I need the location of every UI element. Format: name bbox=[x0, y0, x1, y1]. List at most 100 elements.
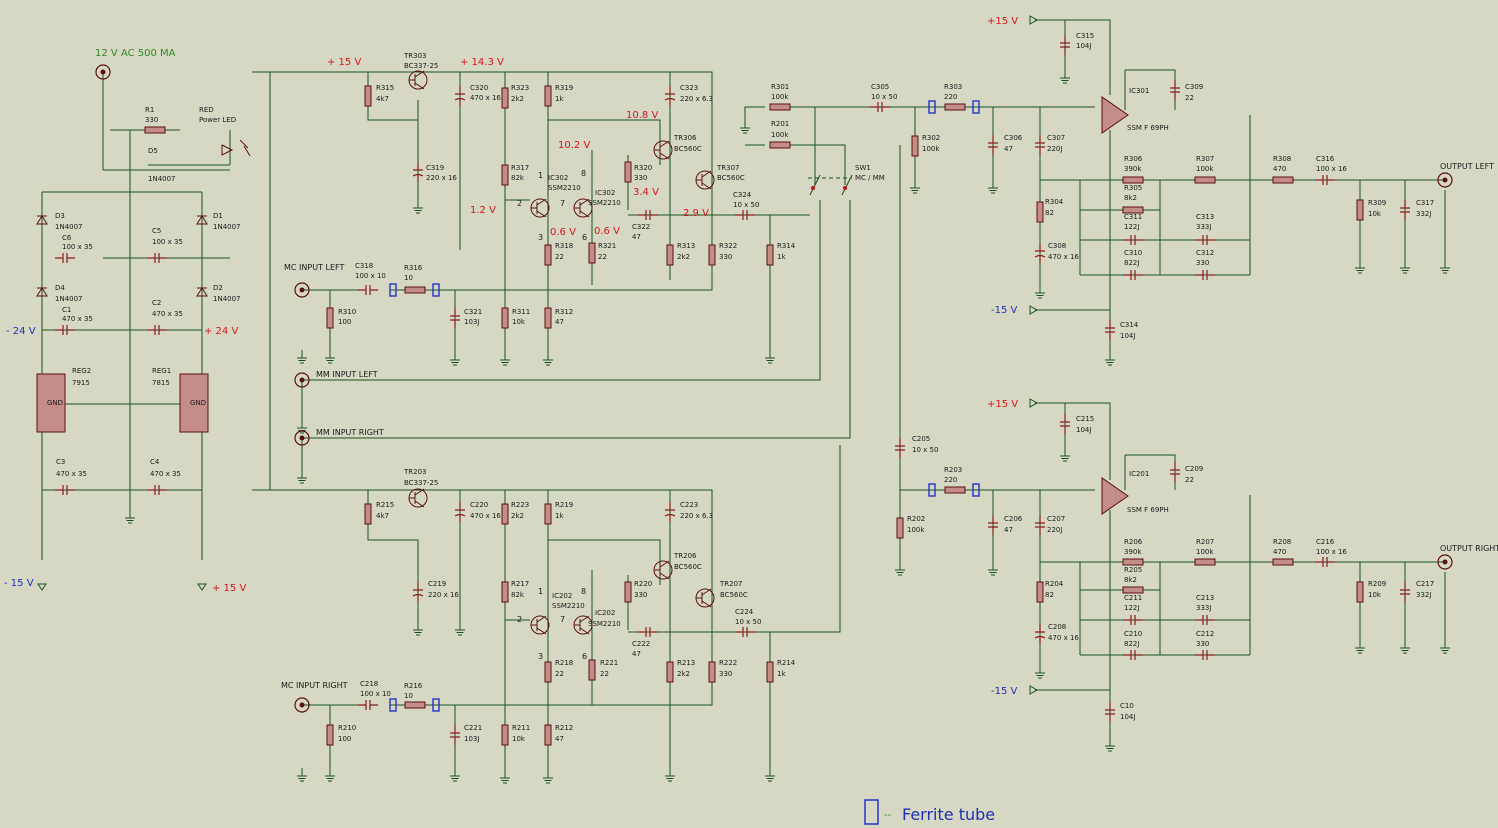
r221-value: 22 bbox=[600, 670, 609, 678]
switch-contact-dot bbox=[843, 186, 847, 190]
c322-label: C322 bbox=[632, 223, 650, 231]
ground-icon bbox=[1354, 259, 1366, 274]
r213-label: R213 bbox=[677, 659, 695, 667]
r321-value: 22 bbox=[598, 253, 607, 261]
r217-resistor bbox=[501, 581, 509, 603]
ground-icon bbox=[499, 351, 511, 366]
r219-label: R219 bbox=[555, 501, 573, 509]
c320-label: C320 bbox=[470, 84, 488, 92]
r206-resistor bbox=[1122, 558, 1144, 566]
c4-label: C4 bbox=[150, 458, 160, 466]
ground-icon bbox=[324, 349, 336, 364]
r321-resistor bbox=[588, 242, 596, 264]
ground-icon bbox=[449, 351, 461, 366]
r206-label: R206 bbox=[1124, 538, 1143, 546]
ground-icon bbox=[1439, 639, 1451, 654]
r206-value: 390k bbox=[1124, 548, 1142, 556]
d1-label: D1 bbox=[213, 212, 223, 220]
r302-value: 100k bbox=[922, 145, 940, 153]
r223-value: 2k2 bbox=[511, 512, 524, 520]
ground-icon bbox=[296, 469, 308, 484]
c311-value: 122J bbox=[1124, 223, 1139, 231]
ic201-label: IC201 bbox=[1129, 470, 1149, 478]
c319-label: C319 bbox=[426, 164, 444, 172]
r212-value: 47 bbox=[555, 735, 564, 743]
r222-resistor bbox=[708, 661, 716, 683]
r211-label: R211 bbox=[512, 724, 530, 732]
c6-value: 100 x 35 bbox=[62, 243, 93, 251]
r308-value: 470 bbox=[1273, 165, 1286, 173]
r201-label: R201 bbox=[771, 120, 789, 128]
r304-value: 82 bbox=[1045, 209, 1054, 217]
r211-value: 10k bbox=[512, 735, 526, 743]
c320-value: 470 x 16 bbox=[470, 94, 501, 102]
ic201-type: SSM F 69PH bbox=[1127, 506, 1169, 514]
r219-value: 1k bbox=[555, 512, 564, 520]
r311-value: 10k bbox=[512, 318, 526, 326]
r309-value: 10k bbox=[1368, 210, 1382, 218]
ground-icon bbox=[1034, 284, 1046, 299]
c318-capacitor bbox=[357, 284, 379, 296]
ground-icon bbox=[296, 349, 308, 364]
ic202a-transistor bbox=[530, 615, 550, 635]
r316-resistor bbox=[404, 286, 426, 294]
r301-resistor bbox=[769, 103, 791, 111]
r309-label: R309 bbox=[1368, 199, 1386, 207]
neg15-arrow-icon bbox=[1029, 685, 1039, 695]
r312-resistor bbox=[544, 307, 552, 329]
c217-value: 332J bbox=[1416, 591, 1431, 599]
r216-resistor bbox=[404, 701, 426, 709]
r210-value: 100 bbox=[338, 735, 351, 743]
ground-icon bbox=[894, 561, 906, 576]
ground-icon bbox=[1034, 664, 1046, 679]
c318-label: C318 bbox=[355, 262, 373, 270]
r302-label: R302 bbox=[922, 134, 940, 142]
c215-label: C215 bbox=[1076, 415, 1094, 423]
sw1-label: SW1 bbox=[855, 164, 871, 172]
c210-value: 822J bbox=[1124, 640, 1139, 648]
c221-label: C221 bbox=[464, 724, 482, 732]
c207-value: 220J bbox=[1047, 526, 1062, 534]
ic202-label: IC202 bbox=[552, 592, 572, 600]
r221-resistor bbox=[588, 659, 596, 681]
ic302b-label: IC302 bbox=[595, 189, 615, 197]
r316-value: 10 bbox=[404, 274, 413, 282]
r207-value: 100k bbox=[1196, 548, 1214, 556]
r1-value: 330 bbox=[145, 116, 158, 124]
c206-label: C206 bbox=[1004, 515, 1023, 523]
ground-icon bbox=[449, 767, 461, 782]
ground-icon bbox=[739, 119, 751, 134]
r306-resistor bbox=[1122, 176, 1144, 184]
c324-value: 10 x 50 bbox=[733, 201, 759, 209]
r202-value: 100k bbox=[907, 526, 925, 534]
r212-resistor bbox=[544, 724, 552, 746]
c323-value: 220 x 6.3 bbox=[680, 95, 713, 103]
r217-value: 82k bbox=[511, 591, 525, 599]
c318-value: 100 x 10 bbox=[355, 272, 386, 280]
c308-value: 470 x 16 bbox=[1048, 253, 1079, 261]
output-left-label: OUTPUT LEFT bbox=[1440, 162, 1494, 171]
d4-label: D4 bbox=[55, 284, 65, 292]
pin2-label: 2 bbox=[517, 199, 522, 208]
ground-icon bbox=[1354, 639, 1366, 654]
v3-4-label: 3.4 V bbox=[633, 187, 659, 198]
c319-value: 220 x 16 bbox=[426, 174, 457, 182]
pin1-label: 1 bbox=[538, 171, 543, 180]
r318-resistor bbox=[544, 244, 552, 266]
c208-value: 470 x 16 bbox=[1048, 634, 1079, 642]
r322-value: 330 bbox=[719, 253, 732, 261]
r317-label: R317 bbox=[511, 164, 529, 172]
r312-value: 47 bbox=[555, 318, 564, 326]
d5-value: 1N4007 bbox=[148, 175, 176, 183]
c205-label: C205 bbox=[912, 435, 930, 443]
c222-value: 47 bbox=[632, 650, 641, 658]
pin8-label: 8 bbox=[581, 169, 586, 178]
c213-value: 333J bbox=[1196, 604, 1211, 612]
c314-value: 104J bbox=[1120, 332, 1135, 340]
power-led-icon bbox=[221, 139, 251, 157]
r1-label: R1 bbox=[145, 106, 154, 114]
r322-label: R322 bbox=[719, 242, 737, 250]
r201-resistor bbox=[769, 141, 791, 149]
ground-icon bbox=[1439, 259, 1451, 274]
r308-resistor bbox=[1272, 176, 1294, 184]
